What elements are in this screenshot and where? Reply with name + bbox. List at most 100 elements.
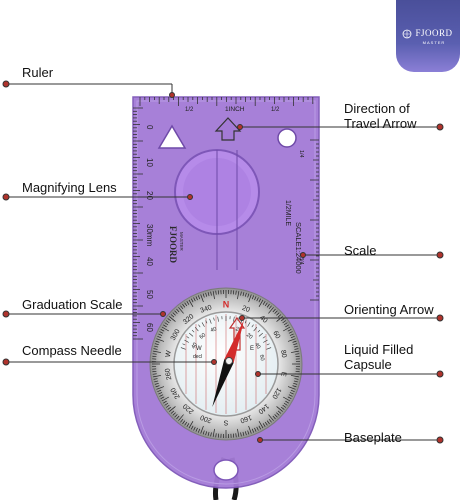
bezel-tick [169, 316, 176, 322]
bezel-tick [167, 318, 172, 322]
bezel-tick [244, 292, 247, 297]
bezel-tick [287, 328, 292, 332]
bezel-number: 200 [199, 413, 212, 424]
bezel-number: 240 [170, 386, 182, 400]
bezel-tick [174, 414, 178, 418]
bezel-tick [292, 385, 297, 388]
declination-tick [184, 339, 189, 343]
bezel-tick [195, 296, 198, 301]
label-scale: Scale [344, 243, 377, 258]
bezel-tick [293, 382, 298, 385]
declination-tick [213, 317, 215, 321]
bezel-tick [207, 431, 210, 436]
bezel-tick [155, 340, 160, 343]
bezel-tick [240, 432, 242, 437]
bezel-number: 260 [164, 368, 173, 381]
bezel-number: 40 [258, 314, 269, 324]
bezel-tick [165, 404, 170, 408]
bezel-tick [251, 428, 255, 433]
bezel-tick [268, 307, 274, 314]
bezel-tick [248, 294, 252, 303]
bezel-tick [197, 428, 201, 433]
label-ruler: Ruler [22, 65, 54, 80]
bezel-tick [276, 312, 280, 316]
bezel-tick [276, 406, 283, 412]
bezel-tick [285, 400, 289, 404]
bezel-tick [277, 314, 282, 318]
bezel-tick [276, 412, 280, 416]
ruler-top-half-left: 1/2 [185, 107, 194, 113]
bezel-number: 20 [241, 305, 251, 314]
right-scale-ratio: SCALE1:24000 [294, 222, 303, 274]
bezel-tick [167, 406, 172, 410]
declination-tick [262, 336, 266, 339]
bezel-tick [293, 345, 298, 348]
bezel-number: W [165, 350, 173, 358]
bezel-tick [251, 295, 255, 300]
declination-tick [205, 320, 208, 324]
bezel-tick [152, 373, 157, 375]
bezel-tick [169, 406, 176, 412]
bezel-tick [237, 291, 240, 300]
bezel-tick [287, 338, 296, 342]
bezel-tick [258, 425, 262, 430]
bezel-tick [256, 426, 259, 431]
bezel-tick [254, 296, 257, 301]
declination-number: 40 [191, 342, 199, 350]
declination-tick [194, 327, 199, 332]
bezel-tick [200, 425, 204, 434]
declination-tick [209, 318, 212, 324]
bezel-tick [276, 316, 283, 322]
bezel-number: 160 [239, 413, 252, 424]
bezel-tick [164, 402, 169, 406]
bezel-tick [153, 378, 158, 380]
bezel-tick [290, 389, 295, 393]
bezel-tick [256, 297, 259, 302]
bezel-tick [161, 326, 170, 332]
declination-number: 60 [199, 332, 208, 341]
left-ruler-number: 30mm [145, 224, 154, 247]
declination-tick [233, 316, 235, 322]
bezel-tick [190, 298, 194, 303]
declination-tick [257, 329, 261, 333]
bezel-tick [190, 425, 194, 430]
bezel-tick [163, 400, 167, 404]
declination-tick [180, 347, 186, 350]
bezel-tick [159, 394, 164, 397]
bezel-tick [280, 406, 285, 410]
right-scale-ticks [310, 139, 319, 301]
declination-tick [263, 339, 268, 343]
bezel-tick [180, 418, 184, 423]
bezel-tick [240, 291, 242, 296]
left-ruler-number: 20 [145, 191, 154, 200]
brand-name: FJOORD [415, 28, 453, 38]
bezel-tick [262, 423, 266, 427]
ruler-top-inch: 1INCH [225, 106, 245, 113]
triangle-cutout [157, 124, 187, 149]
bezel-tick [210, 432, 212, 437]
declination-number: 60 [258, 354, 265, 361]
bezel-tick [268, 414, 274, 421]
bezel-tick [244, 431, 247, 436]
right-scale-quarter: 1/4 [298, 150, 304, 158]
bezel-tick [202, 293, 205, 298]
bezel-tick [294, 348, 299, 350]
declination-tick [247, 322, 251, 327]
bezel-number: N [223, 300, 230, 310]
bezel-tick [197, 295, 201, 300]
bezel-tick [176, 308, 180, 313]
brand-logo-icon [402, 29, 412, 39]
declination-tick [198, 324, 201, 328]
declination-tick [201, 322, 205, 327]
bezel-tick [186, 423, 190, 427]
bezel-tick [178, 307, 184, 314]
bezel-tick [160, 396, 165, 400]
bezel-number: S [223, 419, 228, 426]
bezel-number: 120 [270, 386, 282, 400]
declination-tick [191, 329, 195, 333]
bezel-tick [182, 420, 186, 425]
baseplate-inner-edge [136, 100, 316, 485]
plate-logo-sub: MASTER [179, 232, 184, 252]
